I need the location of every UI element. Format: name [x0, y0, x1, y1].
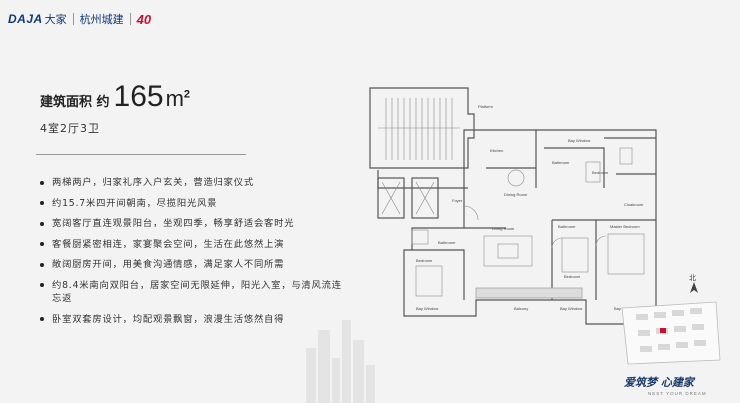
- bedroom-ne-label: Bedroom: [592, 170, 609, 175]
- feature-item: 约8.4米南向双阳台，居家空间无限延伸，阳光入室，与清风流连忘返: [40, 279, 350, 305]
- floor-plan: Platform Kitchen Dining Room Foyer Bay W…: [356, 78, 674, 330]
- bullet-icon: [40, 180, 44, 185]
- feature-item: 两梯两户，归家礼序入户玄关，营造归家仪式: [40, 176, 350, 189]
- corridor-wall: [377, 170, 468, 189]
- site-key-plan-icon: [621, 301, 721, 365]
- foyer-label: Foyer: [452, 198, 463, 203]
- bed-icon: [585, 161, 601, 183]
- room-layout: 4室2厅3卫: [40, 122, 100, 135]
- floor-plan-drawing: Platform Kitchen Dining Room Foyer Bay W…: [369, 87, 657, 325]
- feature-text: 两梯两户，归家礼序入户玄关，营造归家仪式: [52, 177, 254, 188]
- header-separator: [72, 13, 74, 25]
- bed-icon: [561, 237, 589, 273]
- feature-item: 卧室双套房设计，均配观景飘窗，浪漫生活悠然自得: [40, 313, 350, 326]
- feature-item: 约15.7米四开间朝南，尽揽阳光风景: [40, 197, 350, 210]
- feature-list: 两梯两户，归家礼序入户玄关，营造归家仪式 约15.7米四开间朝南，尽揽阳光风景 …: [40, 176, 350, 333]
- floor-area-number: 165: [113, 80, 164, 113]
- anniversary-badge: 40: [136, 11, 152, 27]
- elevator-right: [411, 177, 439, 219]
- toilet-icon: [411, 229, 429, 245]
- brand-logo-en: DAJA: [8, 12, 43, 26]
- bay-window-north-label: Bay Window: [568, 138, 590, 143]
- bullet-icon: [40, 317, 44, 322]
- bullet-icon: [40, 201, 44, 206]
- feature-text: 客餐厨紧密相连，家宴聚会空间，生活在此悠然上演: [52, 238, 285, 250]
- brand-header: DAJA 大家 杭州城建 40: [8, 10, 151, 28]
- brand-city: 杭州城建: [79, 13, 124, 26]
- bullet-icon: [40, 221, 44, 226]
- bullet-icon: [40, 242, 44, 247]
- floor-area-unit-text: m: [165, 86, 184, 111]
- dining-label: Dining Room: [504, 192, 528, 197]
- feature-text: 约15.7米四开间朝南，尽揽阳光风景: [52, 197, 218, 209]
- coffee-table-icon: [497, 243, 519, 259]
- compass-icon: 北: [689, 274, 698, 293]
- master-bedroom-label: Master Bedroom: [610, 224, 640, 229]
- bathroom-center-label: Bathroom: [558, 224, 576, 229]
- toilet-icon: [619, 147, 633, 165]
- floor-area-unit-sup: 2: [183, 88, 191, 101]
- cloakroom-label: Cloakroom: [624, 202, 644, 207]
- bed-icon: [415, 265, 443, 297]
- sofa-icon: [483, 235, 533, 267]
- bedroom-center-label: Bedroom: [564, 274, 581, 279]
- platform-label: Platform: [478, 104, 494, 109]
- bullet-icon: [40, 283, 44, 288]
- wall: [544, 147, 605, 188]
- kitchen-label: Kitchen: [490, 148, 503, 153]
- current-unit-marker: [660, 328, 666, 333]
- stair-core-wall: [369, 87, 475, 169]
- balcony-deck: [475, 287, 583, 299]
- elevator-left: [377, 177, 405, 219]
- bay-window-s1-label: Bay Window: [416, 306, 438, 311]
- feature-text: 卧室双套房设计，均配观景飘窗，浪漫生活悠然自得: [52, 313, 285, 325]
- wall: [434, 249, 465, 300]
- living-label: Living Room: [492, 226, 515, 231]
- bathroom-north-label: Bathroom: [552, 160, 570, 165]
- feature-item: 宽阔客厅直连观景阳台，坐观四季，畅享舒适会客时光: [40, 217, 350, 230]
- brand-slogan-en: NEST YOUR DREAM: [648, 391, 707, 396]
- compass-arrow: [690, 282, 698, 293]
- floor-area-label: 建筑面积 约: [40, 95, 110, 110]
- floor-area: 建筑面积 约 165 m2: [40, 82, 190, 112]
- balcony-label: Balcony: [514, 306, 528, 311]
- header-separator-2: [129, 13, 131, 25]
- brand-logo-cn: 大家: [44, 13, 67, 26]
- bed-icon: [607, 233, 645, 275]
- city-skyline-icon: [306, 320, 375, 403]
- feature-item: 客餐厨紧密相连，家宴聚会空间，生活在此悠然上演: [40, 238, 350, 251]
- compass-label: 北: [689, 274, 696, 282]
- feature-item: 敞阔厨房开间，用美食沟通情感，满足家人不同所需: [40, 258, 350, 271]
- feature-text: 约8.4米南向双阳台，居家空间无限延伸，阳光入室，与清风流连忘返: [52, 279, 342, 304]
- dining-table-icon: [507, 169, 525, 187]
- section-divider: [36, 154, 246, 155]
- feature-text: 敞阔厨房开间，用美食沟通情感，满足家人不同所需: [52, 259, 285, 271]
- bedroom-west-label: Bedroom: [416, 258, 433, 263]
- bathroom-west-label: Bathroom: [438, 240, 456, 245]
- bay-window-s2-label: Bay Window: [560, 306, 582, 311]
- feature-text: 宽阔客厅直连观景阳台，坐观四季，畅享舒适会客时光: [52, 218, 295, 230]
- brand-slogan: 爱筑梦 心建家: [624, 376, 694, 389]
- floor-area-unit: m2: [166, 88, 190, 110]
- bullet-icon: [40, 262, 44, 267]
